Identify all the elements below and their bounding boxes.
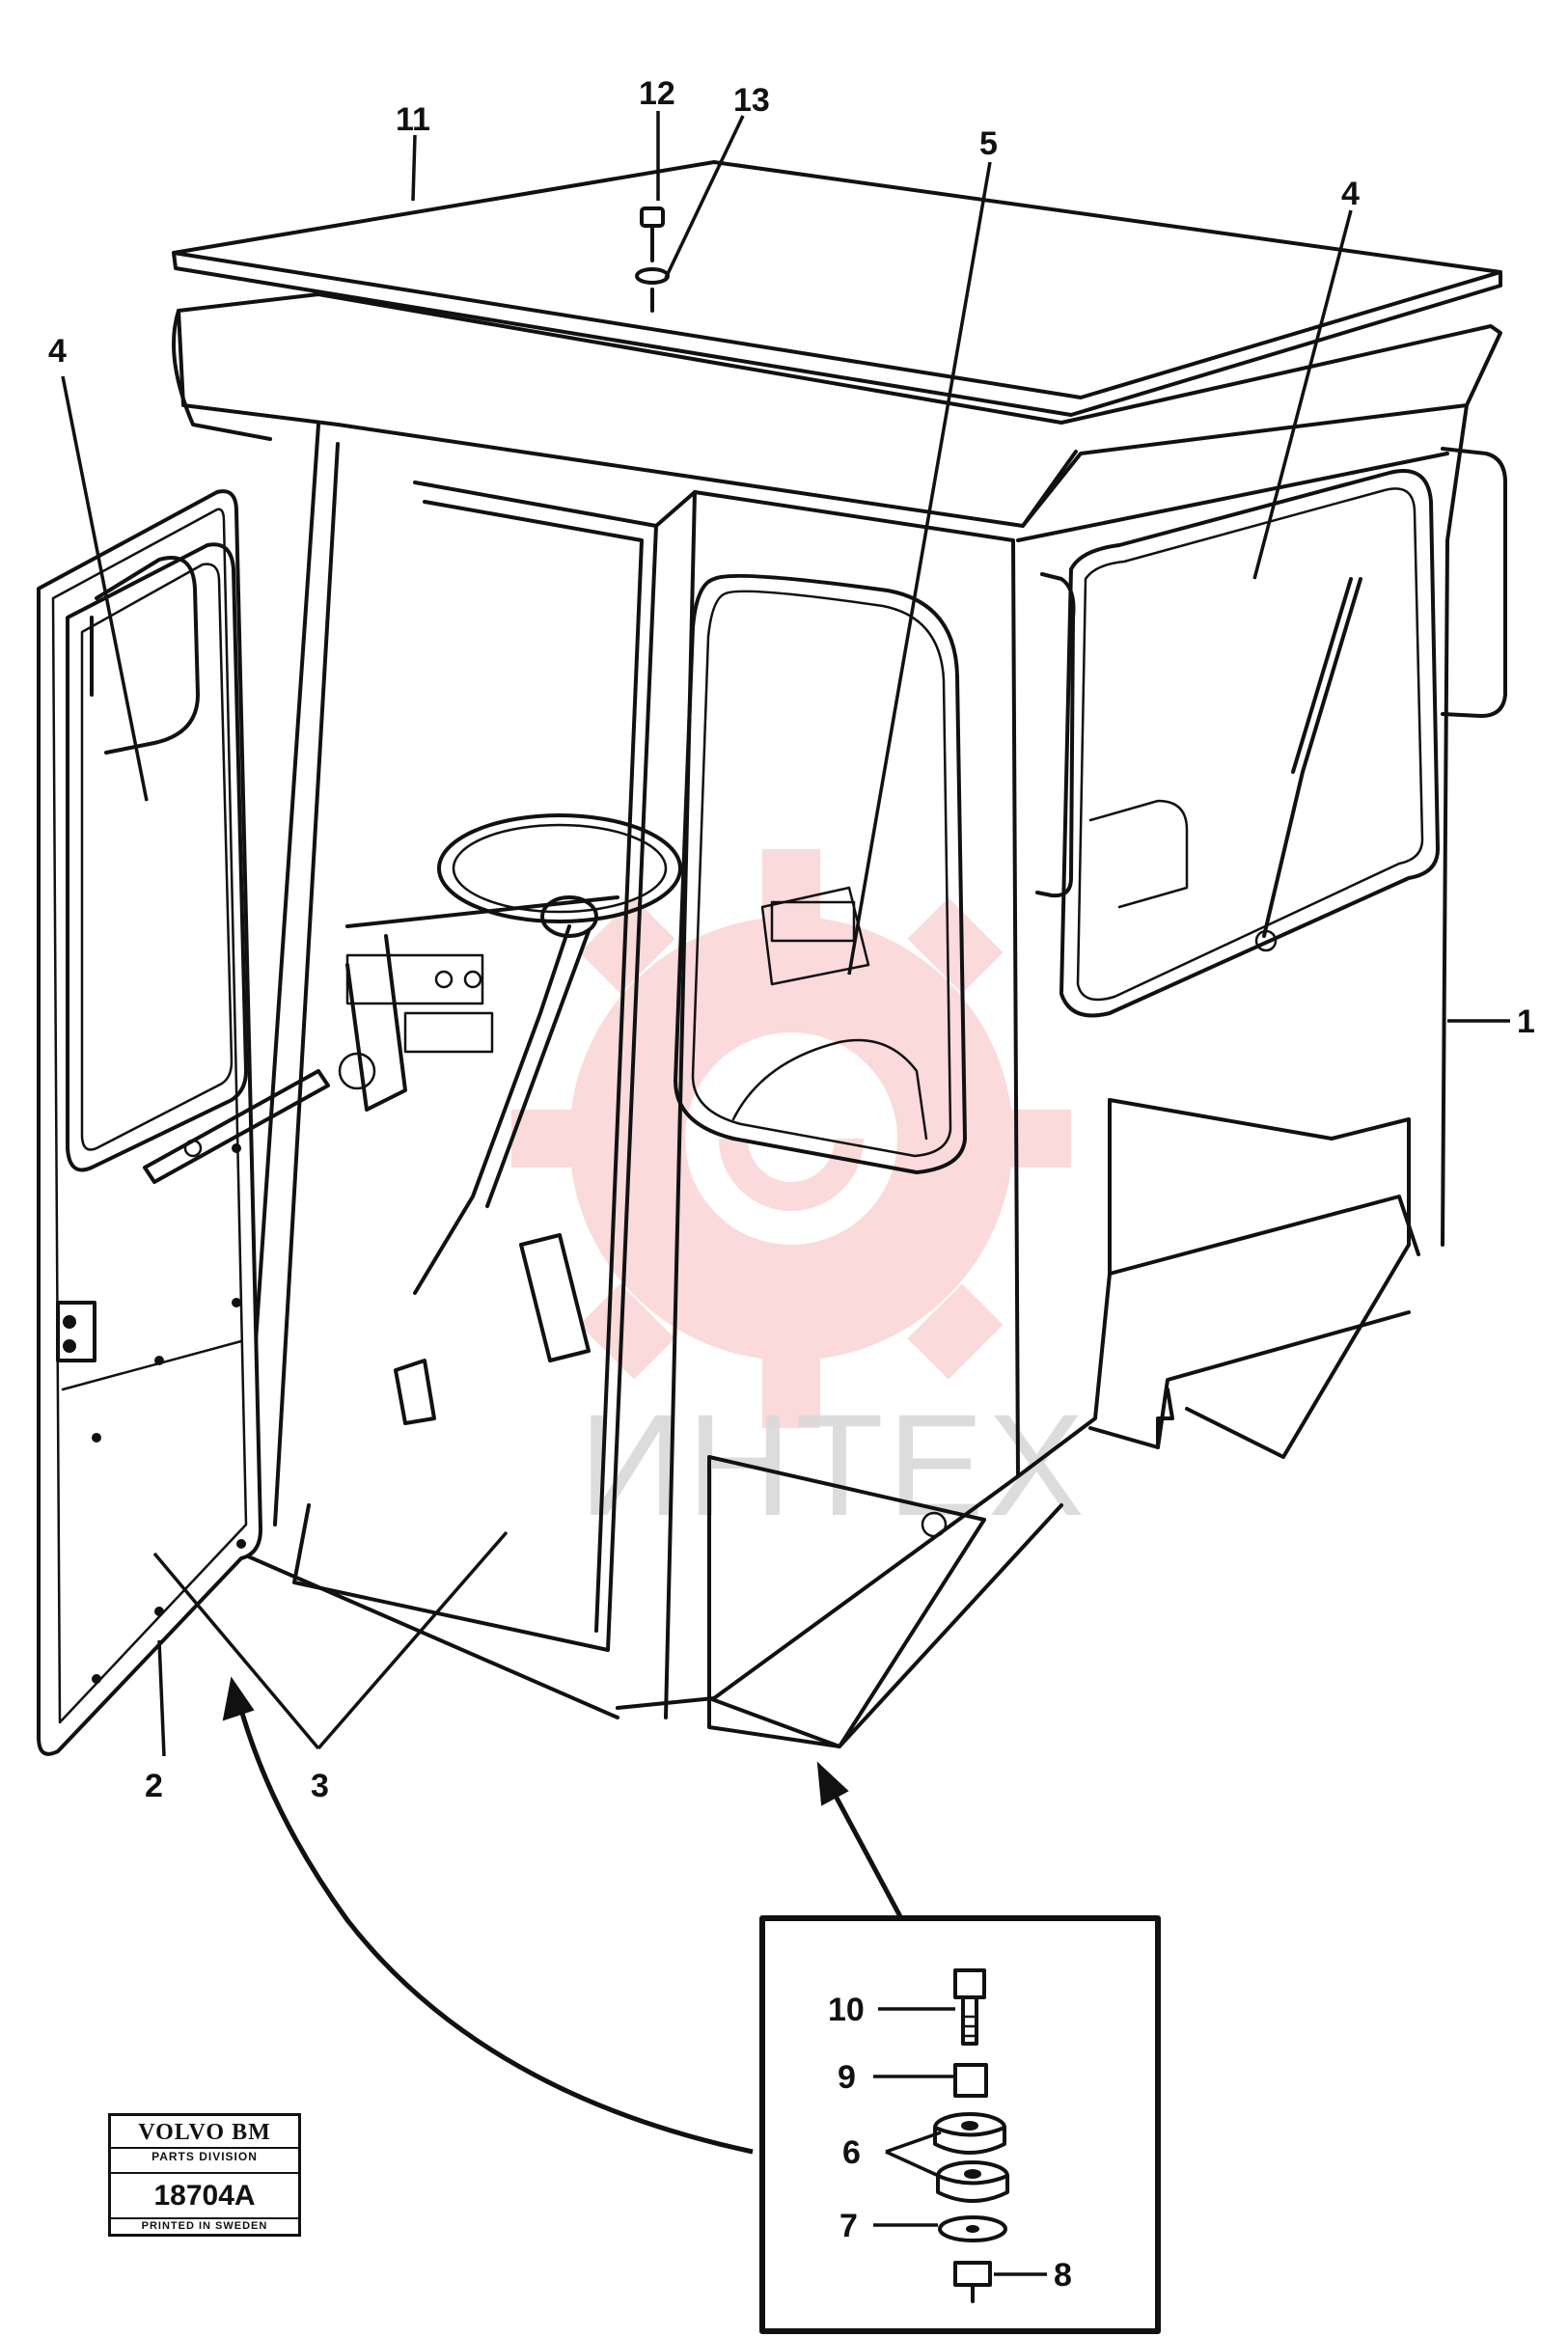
callout-7: 7: [839, 2208, 858, 2244]
callout-10: 10: [828, 1992, 865, 2028]
stamp-division: PARTS DIVISION: [111, 2147, 298, 2163]
parts-division-stamp: VOLVO BM PARTS DIVISION 18704A PRINTED I…: [108, 2113, 301, 2237]
callout-9: 9: [838, 2059, 856, 2096]
roof-frame: [172, 292, 1502, 1247]
leader-lines: [61, 111, 1510, 1757]
stamp-printed: PRINTED IN SWEDEN: [111, 2217, 298, 2232]
callout-4-left: 4: [48, 333, 67, 370]
mount-detail-inset: [759, 1915, 1161, 2334]
steering-and-dash: [338, 813, 682, 1425]
watermark-text: ИНТЕХ: [579, 1384, 1088, 1546]
callout-5: 5: [979, 125, 998, 162]
stamp-brand: VOLVO BM: [138, 2120, 271, 2145]
stamp-number: 18704A: [111, 2172, 298, 2213]
left-door: [37, 489, 330, 1756]
watermark-gear-logo: [511, 849, 1071, 1428]
roof-panel: [172, 160, 1502, 417]
callout-11: 11: [396, 101, 430, 138]
callout-8: 8: [1054, 2257, 1072, 2294]
centre-window: [674, 573, 967, 1174]
callout-3: 3: [311, 1768, 329, 1804]
callout-12: 12: [639, 75, 675, 112]
right-window: [1035, 447, 1507, 1018]
callout-2: 2: [145, 1768, 163, 1804]
callout-1: 1: [1517, 1004, 1535, 1040]
callout-6: 6: [842, 2134, 861, 2171]
detail-arrows: [222, 1676, 905, 2155]
callout-13: 13: [733, 82, 770, 119]
callout-4-right: 4: [1341, 176, 1360, 212]
callout-labels: 11 12 13 5 4 4 1 2 3 10 9 6 7 8: [48, 75, 1535, 2294]
